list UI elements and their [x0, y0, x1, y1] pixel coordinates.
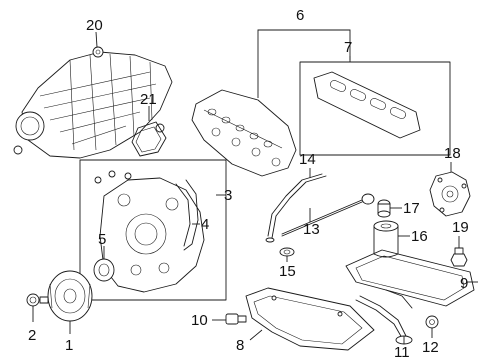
callout-3: 3 [224, 187, 232, 204]
dipstick [281, 193, 375, 237]
timing-cover-box [79, 159, 227, 301]
callout-4: 4 [201, 216, 209, 233]
callout-17: 17 [403, 200, 420, 217]
callout-8: 8 [236, 337, 244, 354]
callout-5: 5 [98, 231, 106, 248]
manifold-gasket [131, 121, 167, 157]
oil-pan [245, 287, 375, 351]
dipstick-tube-seal [279, 247, 295, 257]
oil-drain-plug [450, 247, 468, 267]
oil-pump-housing [429, 171, 471, 217]
leader-20 [95, 31, 98, 48]
leader-6 [257, 29, 351, 98]
dipstick-tube [265, 173, 327, 243]
callout-16: 16 [411, 228, 428, 245]
callout-18: 18 [444, 145, 461, 162]
valve-cover-gasket-set [299, 61, 451, 156]
callout-21: 21 [140, 91, 157, 108]
callout-12: 12 [422, 339, 439, 356]
callout-11: 11 [394, 344, 410, 360]
callout-19: 19 [452, 219, 469, 236]
callout-9: 9 [460, 275, 468, 292]
damper-bolt [26, 293, 49, 307]
drain-plug-washer [425, 315, 439, 329]
oil-filter-adapter [377, 199, 391, 218]
valve-cover [191, 89, 297, 177]
timing-cover-gasket [175, 179, 199, 251]
callout-20: 20 [86, 17, 103, 34]
callout-14: 14 [299, 151, 316, 168]
callout-15: 15 [279, 263, 296, 280]
leader-8 [249, 329, 263, 341]
front-crank-seal [93, 258, 115, 282]
callout-1: 1 [65, 337, 73, 354]
crankshaft-damper [47, 270, 93, 322]
oil-pan-gasket [345, 249, 475, 307]
callout-13: 13 [303, 221, 320, 238]
callout-10: 10 [191, 312, 208, 329]
callout-6: 6 [296, 7, 304, 24]
callout-7: 7 [344, 39, 352, 56]
oil-pressure-sensor [225, 313, 247, 325]
callout-2: 2 [28, 327, 36, 344]
